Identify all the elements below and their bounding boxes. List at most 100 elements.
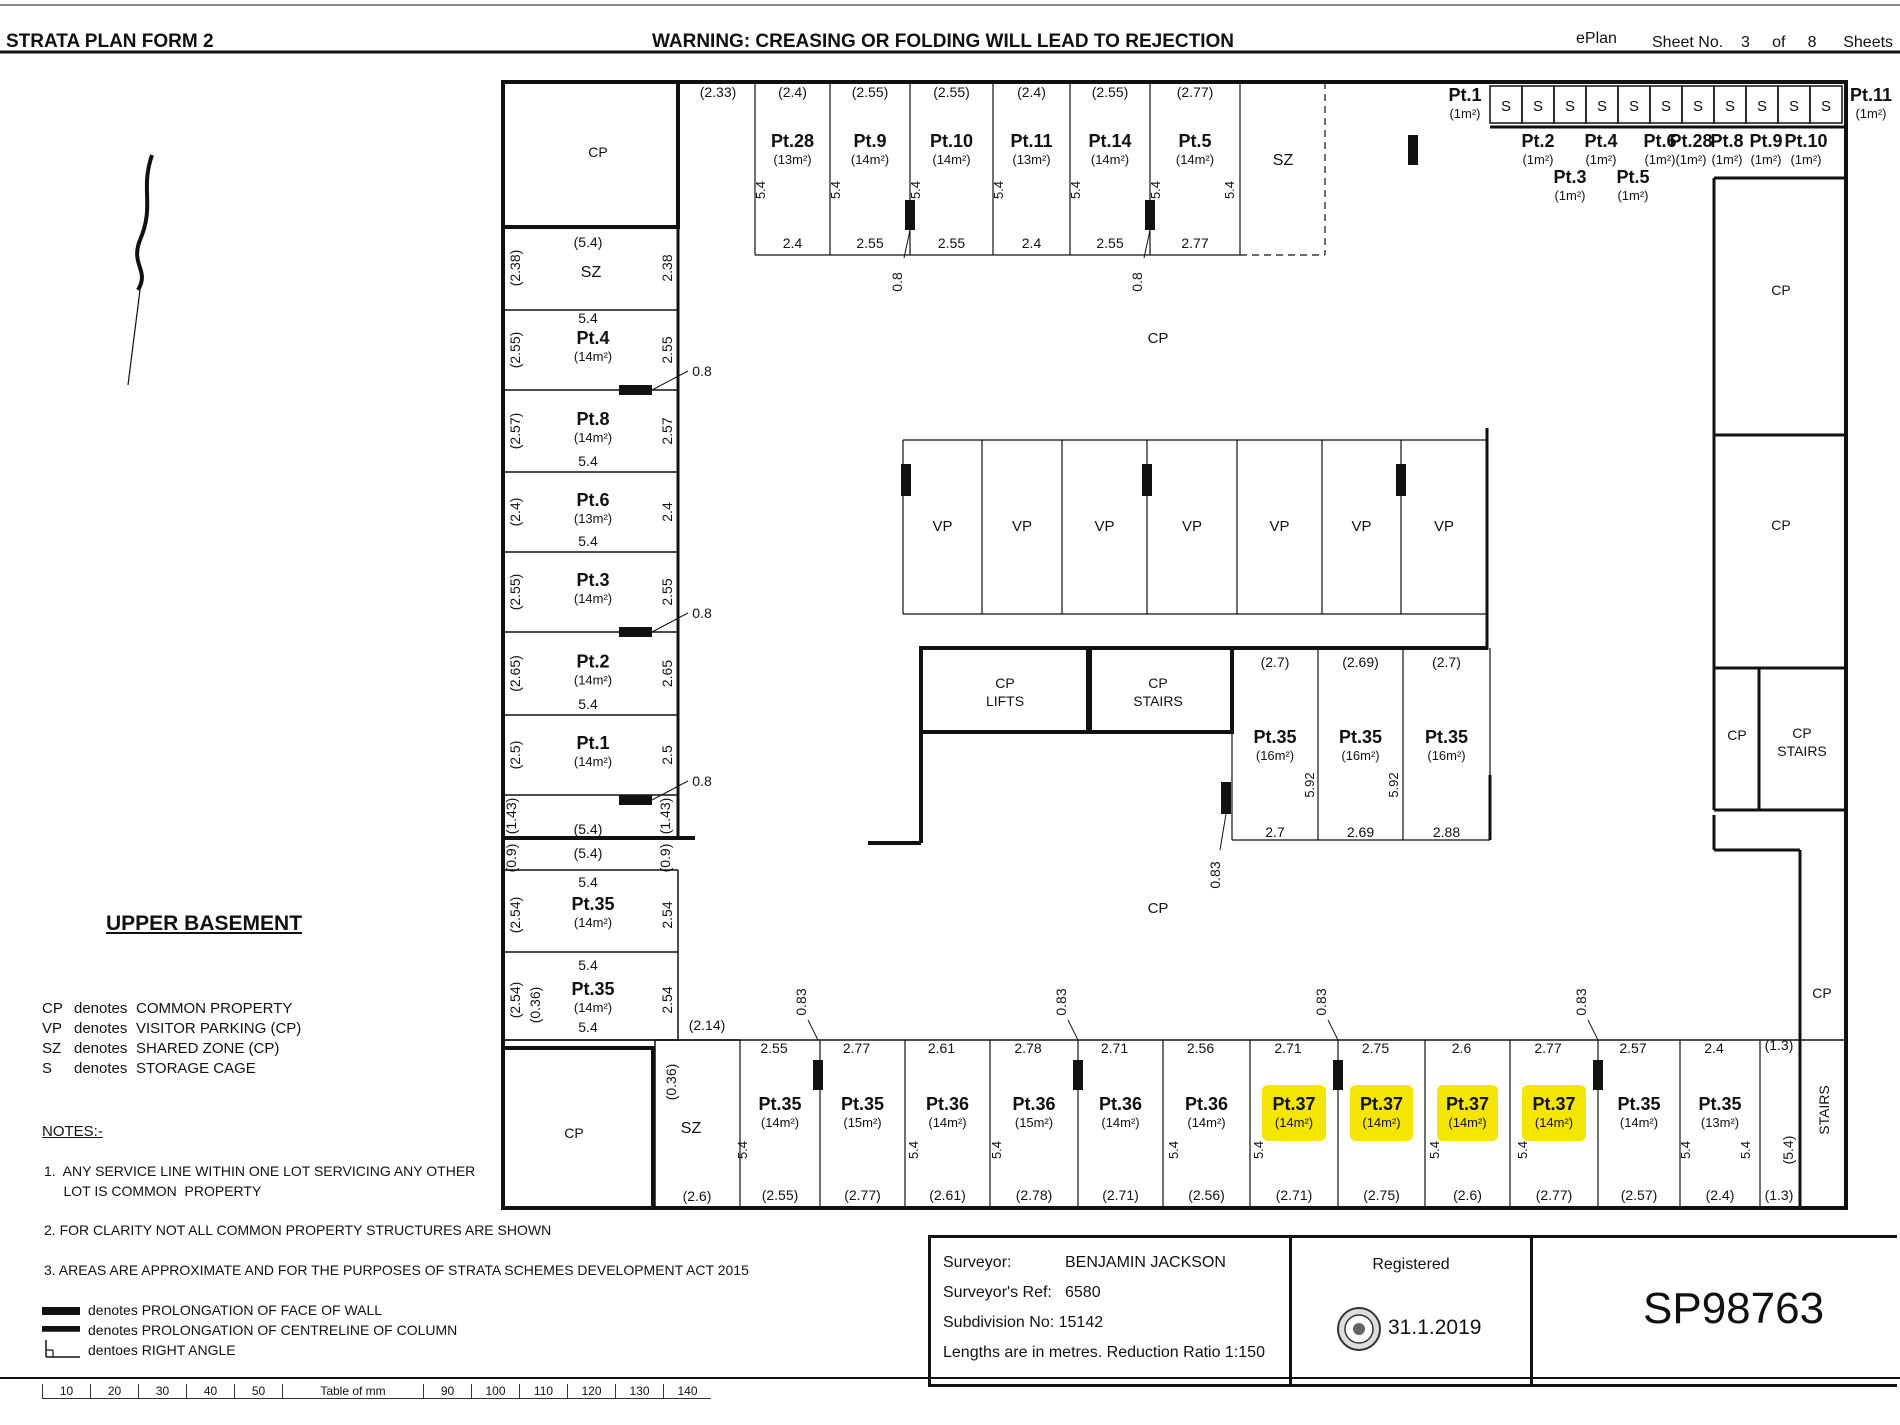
surveyor-row: Surveyor:BENJAMIN JACKSON: [943, 1254, 1226, 1271]
warning-text: WARNING: CREASING OR FOLDING WILL LEAD T…: [652, 31, 1234, 52]
dim-label: (0.9): [503, 844, 519, 873]
dim-label: (2.4): [1706, 1187, 1735, 1203]
dim-label: 2.55: [659, 336, 675, 363]
offset-label: 0.8: [889, 272, 905, 292]
vp-label: VP: [932, 518, 952, 535]
cp-label: CP: [1148, 330, 1169, 347]
left-lot-label: Pt.6: [576, 490, 609, 510]
lot-area: (14m²): [1101, 1115, 1139, 1130]
highlight-mark: [1437, 1085, 1498, 1141]
sheet-number: Sheet No. 3 of 8 Sheets: [1652, 34, 1893, 52]
dim-label: (5.4): [574, 234, 603, 250]
lot-area: (1m²): [1617, 188, 1648, 203]
dim-label: (2.54): [507, 982, 523, 1019]
middle-lot-label: Pt.35: [1339, 727, 1382, 747]
dim-label: 2.54: [659, 986, 675, 1013]
lot-area: (14m²): [574, 673, 612, 688]
dim-label: 2.75: [1362, 1040, 1389, 1056]
lot-area: (16m²): [1341, 748, 1379, 763]
offset-label: 0.8: [1129, 272, 1145, 292]
lot-area: (13m²): [1701, 1115, 1739, 1130]
top-lot-label: Pt.11: [1010, 131, 1052, 151]
storage-lot-label: Pt.2: [1521, 131, 1554, 151]
column-mark: [901, 464, 911, 496]
offset-label: 0.83: [1313, 988, 1329, 1015]
wall-face-symbol: [42, 1307, 80, 1315]
lot-area: (1m²): [1449, 106, 1480, 121]
depth-label: 5.4: [1678, 1141, 1693, 1159]
dim-label: (2.4): [778, 84, 807, 100]
stairs-label: STAIRS: [1816, 1085, 1832, 1135]
lot-area: (14m²): [1620, 1115, 1658, 1130]
dim-label: (0.9): [657, 844, 673, 873]
dim-label: (2.7): [1261, 654, 1290, 670]
dim-label: (0.36): [527, 987, 543, 1024]
lot-area: (1m²): [1711, 152, 1742, 167]
lot-area: (14m²): [928, 1115, 966, 1130]
registration-panel: Registered 31.1.2019: [1292, 1238, 1533, 1384]
dim-label: 2.5: [659, 745, 675, 765]
dim-label: 2.55: [856, 235, 883, 251]
left-lot-label: Pt.3: [576, 570, 609, 590]
dim-label: (2.61): [929, 1187, 966, 1203]
dim-label: (2.55): [933, 84, 970, 100]
storage-label: S: [1597, 98, 1607, 115]
registered-date: 31.1.2019: [1388, 1316, 1482, 1339]
dim-label: (2.5): [507, 741, 523, 770]
lot-area: (1m²): [1790, 152, 1821, 167]
highlighted-lot-label: Pt.37: [1272, 1094, 1315, 1114]
depth-label: 5.4: [1515, 1141, 1530, 1159]
lot-area: (14m²): [1275, 1115, 1313, 1130]
dim-label: 2.4: [783, 235, 803, 251]
highlighted-lot-label: Pt.37: [1360, 1094, 1403, 1114]
dim-label: (2.54): [507, 897, 523, 934]
depth-label: 5.4: [1222, 181, 1237, 199]
dim-label: 2.54: [659, 901, 675, 928]
lifts-label: LIFTS: [986, 693, 1024, 709]
storage-label: S: [1565, 98, 1575, 115]
lot-area: (15m²): [1015, 1115, 1053, 1130]
column-mark: [1221, 782, 1231, 814]
dim-label: 2.77: [1534, 1040, 1561, 1056]
dim-label: (2.7): [1432, 654, 1461, 670]
highlighted-lot-label: Pt.37: [1532, 1094, 1575, 1114]
symbol-wall-text: denotes PROLONGATION OF FACE OF WALL: [88, 1302, 383, 1318]
left-lot-label: Pt.1: [576, 733, 609, 753]
dim-label: 2.71: [1101, 1040, 1128, 1056]
depth-label: 5.92: [1302, 772, 1317, 797]
vp-label: VP: [1182, 518, 1202, 535]
surveyor-ref: 6580: [1065, 1284, 1101, 1301]
top-lot-label: Pt.28: [771, 131, 814, 151]
lot-area: (14m²): [1091, 152, 1129, 167]
bottom-lot-label: Pt.36: [926, 1094, 969, 1114]
dim-label: (2.14): [689, 1017, 726, 1033]
dim-label: (2.38): [507, 250, 523, 287]
storage-lot-label: Pt.3: [1553, 167, 1586, 187]
storage-label: S: [1629, 98, 1639, 115]
depth-label: 5.4: [1427, 1141, 1442, 1159]
dim-label: (2.77): [844, 1187, 881, 1203]
lot-area: (14m²): [1448, 1115, 1486, 1130]
stairs-label: CP: [1148, 675, 1167, 691]
lot-area: (13m²): [1012, 152, 1050, 167]
depth-label: 5.4: [991, 181, 1006, 199]
column-mark: [1333, 1060, 1343, 1090]
dim-label: 2.77: [1181, 235, 1208, 251]
bottom-lot-label: Pt.35: [1698, 1094, 1741, 1114]
storage-label: S: [1725, 98, 1735, 115]
top-lot-label: Pt.10: [930, 131, 973, 151]
storage-label: S: [1533, 98, 1543, 115]
column-mark: [1142, 464, 1152, 496]
dim-label: 2.88: [1433, 824, 1460, 840]
dim-label: 2.61: [928, 1040, 955, 1056]
dim-label: 2.7: [1265, 824, 1285, 840]
lot-area: (1m²): [1522, 152, 1553, 167]
depth-label: 5.4: [735, 1141, 750, 1159]
level-title: UPPER BASEMENT: [106, 912, 303, 935]
lengths-note: Lengths are in metres. Reduction Ratio 1…: [943, 1344, 1265, 1361]
dim-label: (5.4): [574, 845, 603, 861]
lot-area: (14m²): [1362, 1115, 1400, 1130]
sheet-no: 3: [1740, 34, 1750, 51]
